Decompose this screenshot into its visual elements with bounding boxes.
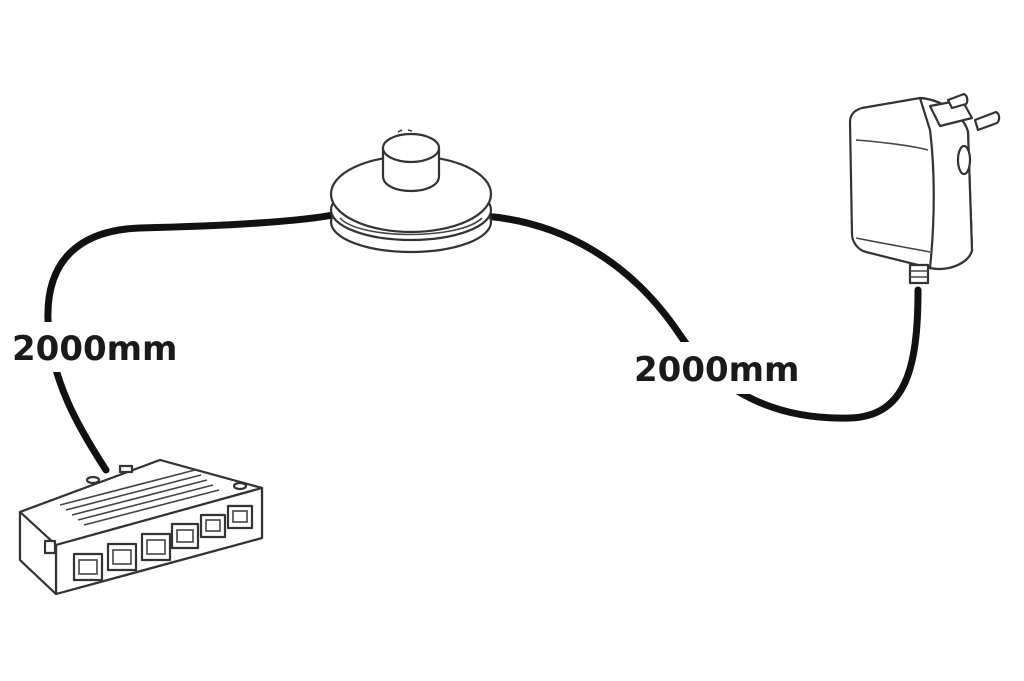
port-1	[72, 552, 104, 582]
distributor-box	[18, 458, 264, 596]
foot-switch-icon	[329, 129, 493, 254]
power-adapter	[848, 92, 1001, 285]
plug-adapter-icon	[848, 92, 1001, 285]
port-6	[226, 504, 254, 530]
port-5	[199, 513, 227, 539]
label-left-background	[10, 322, 190, 372]
label-right-background	[632, 342, 812, 394]
port-2	[106, 542, 138, 572]
port-3	[140, 532, 172, 562]
cable-distributor-to-switch	[44, 210, 342, 474]
distributor-icon	[18, 458, 264, 596]
cable-right-length-label: 2000mm	[634, 350, 799, 390]
foot-switch	[329, 129, 493, 254]
cable-left-length-label: 2000mm	[12, 329, 177, 369]
port-4	[170, 522, 200, 550]
